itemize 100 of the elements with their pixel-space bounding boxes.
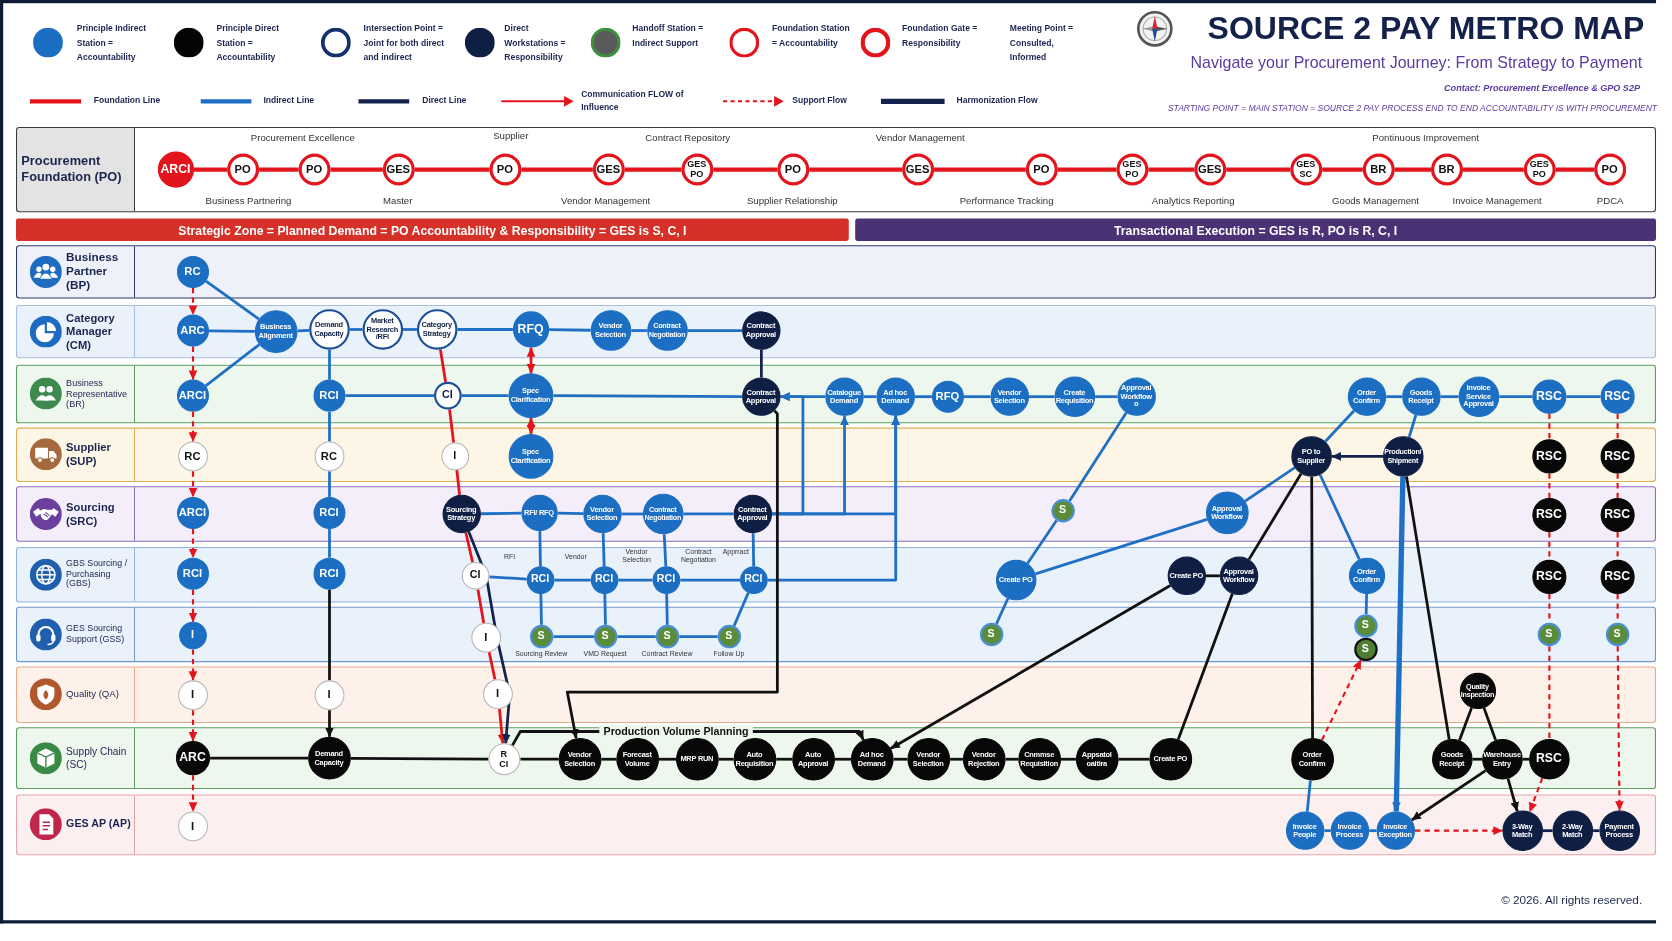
metro-line: [1324, 409, 1356, 443]
edge-label: Production Volume Planning: [599, 725, 753, 738]
handoff-station: S: [655, 624, 679, 648]
dashed-line: [1616, 473, 1619, 498]
metro-line: [934, 167, 1026, 172]
metro-line: [205, 280, 260, 321]
direct-station: RSC: [1531, 559, 1566, 594]
foundation-station: GES PO: [680, 153, 713, 185]
metro-line: [1593, 829, 1600, 833]
line-section-label: Supplier Relationship: [745, 195, 839, 207]
arrow: [767, 415, 901, 582]
metro-line: [1305, 780, 1312, 812]
metro-line: [350, 756, 489, 761]
metro-line: [617, 635, 656, 638]
metro-line: [1324, 829, 1331, 833]
line-section-label: PDCA: [1595, 195, 1625, 207]
metro-line: [1394, 167, 1431, 172]
metro-line: [863, 395, 877, 399]
zone-banner: Transactional Execution = GES is R, PO is R, C, I: [855, 218, 1656, 241]
meeting-point: I: [314, 679, 344, 710]
handoff-station: S: [1353, 613, 1378, 638]
metro-line: [1458, 707, 1473, 741]
metro-line: [538, 531, 542, 567]
metro-line: [489, 575, 527, 581]
arrow: [1392, 476, 1406, 812]
legend-label: Foundation Station = Accountability: [772, 22, 851, 50]
metro-line: [297, 328, 310, 333]
indirect-station: RSC: [1531, 379, 1566, 414]
dashed-arrow: [188, 471, 198, 498]
arrow: [565, 409, 779, 739]
foundation-station: BR: [1362, 153, 1395, 185]
arrow: [890, 584, 1171, 750]
line-section-label: Vendor Management: [560, 195, 652, 207]
lane-label: Supply Chain (SC): [66, 744, 128, 772]
metro-line: [1005, 757, 1019, 761]
direct-station: RSC: [1600, 497, 1635, 532]
lane-label: Sourcing (SRC): [66, 499, 116, 529]
line-section-label: Business Partnering: [204, 195, 293, 207]
indirect-station: ARCI: [176, 496, 209, 529]
metro-line: [713, 167, 778, 172]
metro-line: [464, 532, 474, 563]
arrow: [325, 710, 334, 738]
line-section-label: Contract Repository: [644, 132, 732, 144]
legend-label: Indirect Line: [263, 94, 316, 108]
metro-line: [549, 328, 591, 332]
foundation-station: GES: [1193, 153, 1226, 185]
indirect-station: RCI: [590, 565, 618, 594]
dashed-arrow: [188, 346, 198, 381]
metro-line: [732, 592, 750, 627]
metro-line: [328, 349, 331, 380]
metro-line: [1026, 519, 1058, 565]
meeting-point: CI: [461, 561, 489, 590]
metro-line: [963, 395, 991, 399]
metro-line: [1322, 167, 1363, 172]
dashed-arrow: [1528, 777, 1544, 813]
legend-label: Direct Workstations = Responsibility: [504, 22, 567, 64]
meeting-point: I: [470, 622, 501, 653]
metro-line: [1543, 829, 1553, 833]
metro-line: [776, 757, 793, 761]
metro-line: [1440, 395, 1459, 399]
metro-line: [1318, 474, 1361, 560]
metro-line: [1068, 412, 1128, 502]
metro-line: [631, 329, 648, 332]
metro-line: [328, 471, 331, 497]
swimlane: [16, 364, 1656, 424]
lane-label: GBS Sourcing / Purchasing (GBS): [66, 556, 129, 592]
indirect-station: RCI: [176, 557, 209, 590]
intersection-point: CI: [433, 381, 462, 409]
swimlane: [16, 427, 1656, 482]
indirect-station: RCI: [312, 557, 345, 590]
legend-label: Meeting Point = Consulted, Informed: [1009, 22, 1075, 64]
indirect-station: RCI: [312, 379, 345, 412]
dashed-arrow: [188, 710, 198, 742]
line-section-label: Analytics Reporting: [1150, 195, 1236, 207]
metro-line: [1226, 167, 1291, 172]
metro-line: [662, 534, 668, 567]
handoff-station: S: [1353, 637, 1378, 661]
metro-line: [809, 167, 903, 172]
metro-line: [621, 512, 643, 516]
metro-line: [448, 409, 455, 443]
arrow: [1506, 778, 1519, 812]
dashed-line: [1548, 646, 1551, 739]
foundation-station: GES: [382, 153, 415, 185]
metro-line: [618, 578, 653, 582]
legend-label: Direct Line: [422, 94, 468, 108]
metro-line: [1555, 167, 1595, 172]
metro-line: [665, 593, 669, 625]
metro-line: [557, 511, 584, 516]
metro-line: [1244, 466, 1296, 503]
lane-label: Quality (QA): [66, 687, 120, 702]
metro-line: [414, 167, 490, 172]
line-section-label: Pontinuous Improvement: [1371, 132, 1481, 144]
swimlane: [16, 126, 1656, 213]
indirect-station: RCI: [526, 565, 554, 594]
swimlane: [16, 794, 1656, 856]
dashed-line: [1616, 532, 1619, 560]
legend-label: Intersection Point = Joint for both direct and indirect: [363, 22, 446, 64]
line-section-label: Performance Tracking: [958, 195, 1055, 207]
metro-line: [345, 394, 434, 397]
meeting-point: I: [177, 810, 208, 841]
